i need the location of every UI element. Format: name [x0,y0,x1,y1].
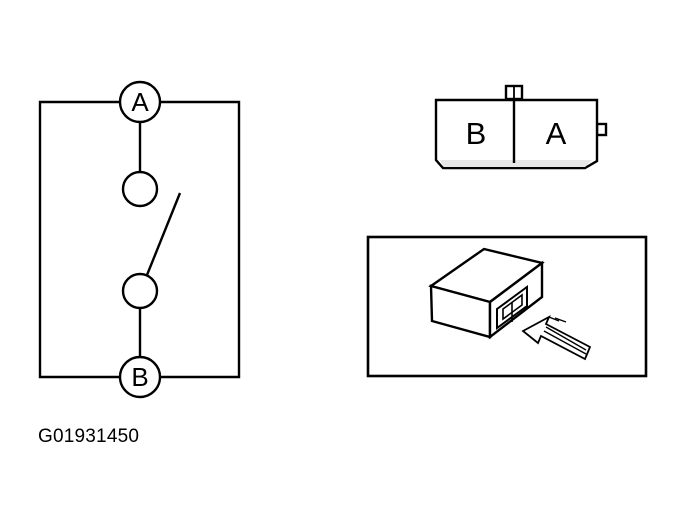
lower-contact-circle [121,272,159,310]
terminal-b-circle [118,355,162,399]
connector-side-pin [595,122,608,137]
location-frame [366,235,648,378]
relay-location-view [366,235,648,378]
connector-body [434,98,599,170]
schematic-wire-loop [38,100,241,379]
figure-id-caption: G01931450 [38,426,140,447]
connector-face-view [434,84,608,170]
relay-schematic [38,80,241,399]
terminal-b-label: B [131,362,148,392]
switch-blade [145,192,182,276]
connector-cell-b-label: B [466,116,487,151]
upper-contact-circle [121,170,159,208]
terminal-a-label: A [131,87,149,117]
terminal-a-circle [118,80,162,124]
connector-cell-a-label: A [546,116,567,151]
